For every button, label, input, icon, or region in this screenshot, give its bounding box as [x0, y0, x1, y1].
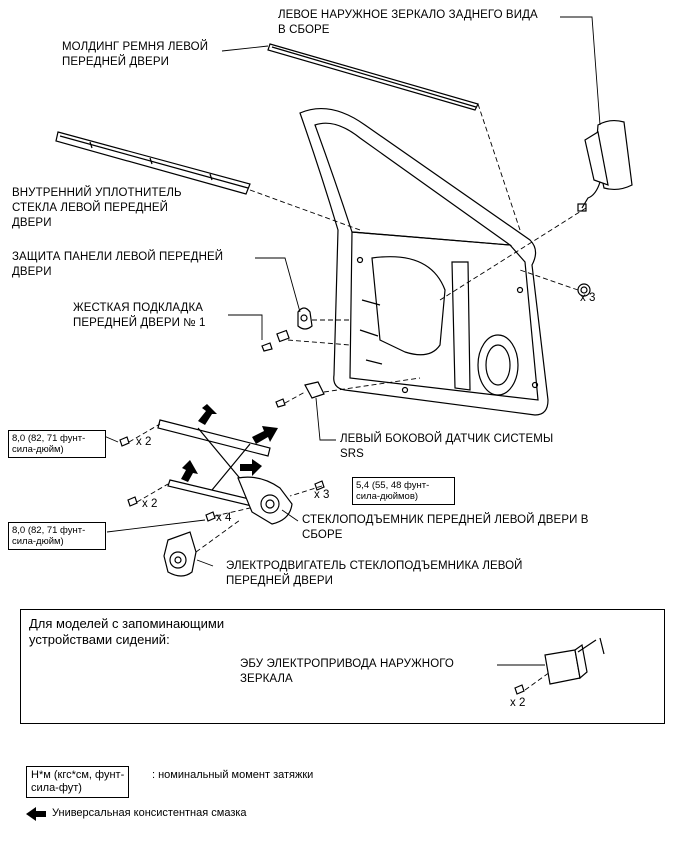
- qty-bolts-lower: x 4: [216, 512, 232, 524]
- stiffener-part: [261, 329, 290, 352]
- belt-molding-label: МОЛДИНГ РЕМНЯ ЛЕВОЙ ПЕРЕДНЕЙ ДВЕРИ: [62, 41, 209, 68]
- qty-door-nuts: x 3: [580, 292, 596, 304]
- mirror-ecu-label: ЭБУ ЭЛЕКТРОПРИВОДА НАРУЖНОГО ЗЕРКАЛА: [240, 658, 454, 685]
- panel-protector-part: [297, 307, 313, 330]
- mirror-label: ЛЕВОЕ НАРУЖНОЕ ЗЕРКАЛО ЗАДНЕГО ВИДА В СБ…: [278, 9, 538, 36]
- torque-legend-box: Н*м (кгс*см, фунт- сила-фут): [26, 766, 130, 798]
- belt-molding-part: [267, 43, 479, 111]
- mirror-part: [577, 119, 633, 212]
- qty-bolts-middle: x 2: [142, 498, 158, 510]
- grease-legend-icon: [26, 807, 46, 821]
- qty-regulator-bolts: x 3: [314, 489, 330, 501]
- motor-label: ЭЛЕКТРОДВИГАТЕЛЬ СТЕКЛОПОДЪЕМНИКА ЛЕВОЙ …: [226, 560, 523, 587]
- window-regulator-part: [157, 419, 293, 525]
- inner-seal-part: [55, 131, 251, 195]
- qty-ecu-bolts: x 2: [510, 697, 526, 709]
- memory-seat-section: Для моделей с запоминающими устройствами…: [20, 609, 665, 724]
- srs-sensor-label: ЛЕВЫЙ БОКОВОЙ ДАТЧИК СИСТЕМЫ SRS: [340, 433, 554, 460]
- torque-box-lower: 8,0 (82, 71 фунт- сила-дюйм): [8, 522, 106, 550]
- grease-legend-text: Универсальная консистентная смазка: [52, 807, 247, 819]
- mirror-ecu-part: [514, 637, 605, 695]
- regulator-label: СТЕКЛОПОДЪЕМНИК ПЕРЕДНЕЙ ЛЕВОЙ ДВЕРИ В С…: [302, 514, 589, 541]
- torque-legend-text: : номинальный момент затяжки: [152, 769, 314, 781]
- window-motor-part: [163, 531, 197, 577]
- door-panel-part: [299, 107, 549, 416]
- stiffener-label: ЖЕСТКАЯ ПОДКЛАДКА ПЕРЕДНЕЙ ДВЕРИ № 1: [73, 302, 206, 329]
- srs-sensor-part: [275, 381, 325, 408]
- torque-box-upper: 8,0 (82, 71 фунт- сила-дюйм): [8, 430, 106, 458]
- torque-box-regulator: 5,4 (55, 48 фунт- сила-дюймов): [352, 477, 455, 505]
- grease-arrows: [181, 404, 278, 482]
- memory-seat-title: Для моделей с запоминающими устройствами…: [29, 616, 225, 647]
- regulator-bolts: [119, 436, 325, 522]
- qty-bolts-upper: x 2: [136, 436, 152, 448]
- panel-protector-label: ЗАЩИТА ПАНЕЛИ ЛЕВОЙ ПЕРЕДНЕЙ ДВЕРИ: [12, 251, 224, 278]
- inner-seal-label: ВНУТРЕННИЙ УПЛОТНИТЕЛЬ СТЕКЛА ЛЕВОЙ ПЕРЕ…: [12, 187, 182, 229]
